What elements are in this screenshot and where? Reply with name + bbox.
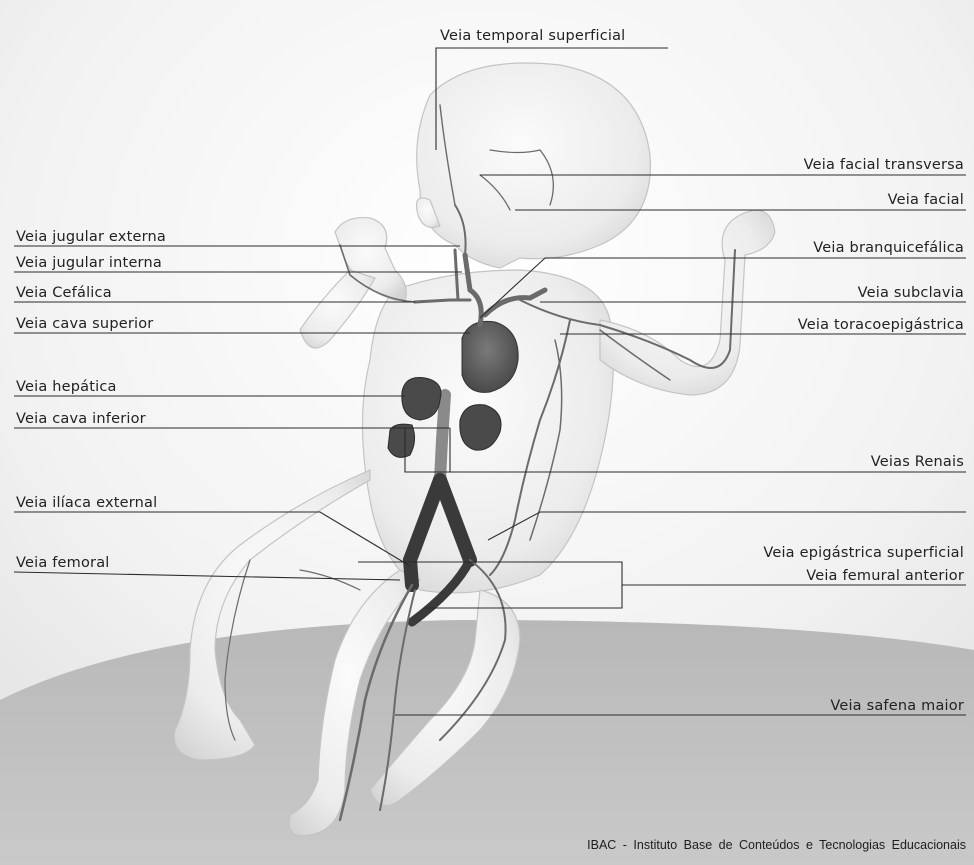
label-veia-femoral: Veia femoral [16, 554, 110, 572]
label-veias-renais: Veias Renais [871, 453, 964, 471]
label-veia-facial: Veia facial [888, 191, 964, 209]
label-veia-branquicefalica: Veia branquicefálica [813, 239, 964, 257]
label-veia-temporal-superficial: Veia temporal superficial [440, 27, 625, 45]
label-veia-iliaca-external: Veia ilíaca external [16, 494, 157, 512]
label-veia-cava-superior: Veia cava superior [16, 315, 153, 333]
label-veia-cefalica: Veia Cefálica [16, 284, 112, 302]
label-veia-facial-transversa: Veia facial transversa [804, 156, 964, 174]
label-veia-epigastrica-superficial: Veia epigástrica superficial [763, 544, 964, 562]
credit-text: IBAC - Instituto Base de Conteúdos e Tec… [587, 838, 966, 852]
label-veia-safena-maior: Veia safena maior [830, 697, 964, 715]
label-veia-femural-anterior: Veia femural anterior [806, 567, 964, 585]
label-veia-jugular-interna: Veia jugular interna [16, 254, 162, 272]
label-veia-subclavia: Veia subclavia [858, 284, 964, 302]
label-veia-cava-inferior: Veia cava inferior [16, 410, 146, 428]
label-veia-hepatica: Veia hepática [16, 378, 117, 396]
label-veia-toracoepigastrica: Veia toracoepigástrica [798, 316, 964, 334]
label-veia-jugular-externa: Veia jugular externa [16, 228, 166, 246]
